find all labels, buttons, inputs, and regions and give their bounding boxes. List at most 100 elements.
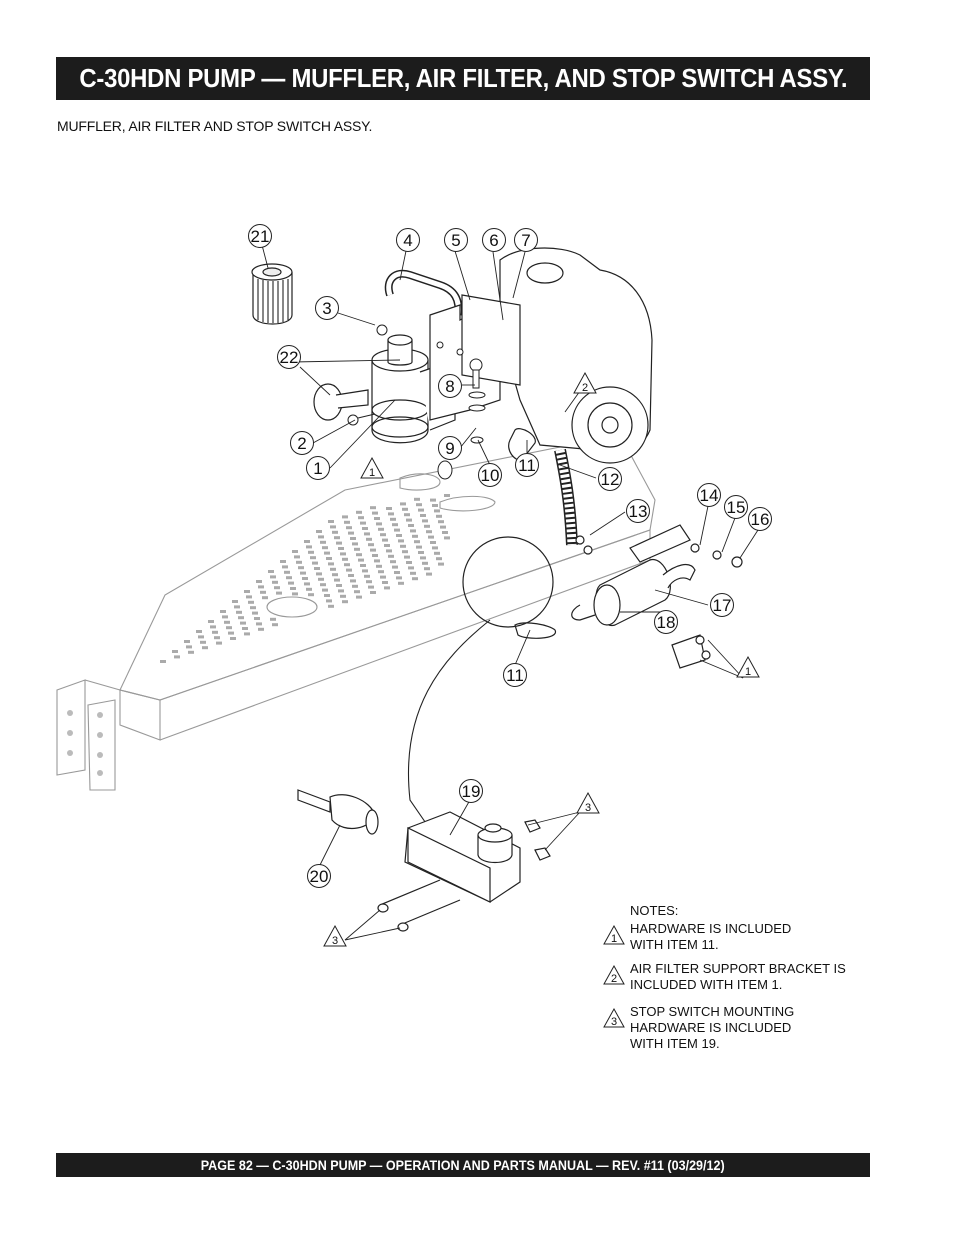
tread-dot <box>390 517 396 521</box>
note-marker-triangle-icon: 1 <box>360 456 384 479</box>
note-text: HARDWARE IS INCLUDED WITH ITEM 11. <box>630 921 792 952</box>
tread-dot <box>284 570 290 574</box>
callout-8: 8 <box>438 374 462 398</box>
tread-dot <box>196 630 202 633</box>
tread-dot <box>402 550 408 554</box>
tread-dot <box>294 555 300 559</box>
tread-dot <box>254 617 260 620</box>
tread-dot <box>372 554 378 557</box>
note-marker-triangle-icon: 2 <box>573 371 597 394</box>
tread-dot <box>338 547 344 550</box>
callout-9: 9 <box>438 436 462 460</box>
note-marker-triangle-icon: 3 <box>323 924 347 947</box>
tread-dot <box>420 556 426 560</box>
tread-dot <box>422 561 428 565</box>
tread-dot <box>326 599 332 603</box>
callout-17: 17 <box>710 593 734 617</box>
callout-19: 19 <box>459 779 483 803</box>
tread-dot <box>414 540 420 544</box>
section-subtitle: MUFFLER, AIR FILTER AND STOP SWITCH ASSY… <box>57 118 373 134</box>
tread-dot <box>208 620 214 623</box>
callout-22: 22 <box>277 345 301 369</box>
tread-dot <box>324 551 330 555</box>
callout-label: 3 <box>322 299 331 318</box>
tread-dot <box>328 604 334 608</box>
tread-dot <box>414 497 420 501</box>
tread-dot <box>412 534 418 538</box>
tread-dot <box>356 553 362 557</box>
tread-dot <box>434 509 440 513</box>
tread-dot <box>358 558 364 562</box>
tread-dot <box>320 583 326 587</box>
tread-dot <box>404 555 410 559</box>
tread-dot <box>290 587 296 590</box>
tread-dot <box>370 548 376 552</box>
tread-dot <box>356 510 362 514</box>
tread-dot <box>406 518 412 522</box>
callout-label: 21 <box>251 227 270 246</box>
tread-dot <box>366 580 372 584</box>
tread-dot <box>214 636 220 640</box>
tread-dot <box>386 507 392 510</box>
tread-dot <box>250 606 256 610</box>
callout-3: 3 <box>315 296 339 320</box>
tread-dot <box>362 569 368 573</box>
note-marker-label: 1 <box>745 666 751 678</box>
tread-dot <box>308 593 314 597</box>
tread-dot <box>240 621 246 625</box>
tread-dot <box>354 547 360 551</box>
callout-12: 12 <box>598 467 622 491</box>
tread-dot <box>332 573 338 577</box>
tread-dot <box>394 528 400 532</box>
tread-dot <box>246 595 252 599</box>
tread-dot <box>300 571 306 575</box>
tread-dot <box>316 572 322 576</box>
callout-1: 1 <box>306 456 330 480</box>
tread-dot <box>210 625 216 629</box>
tread-dot <box>356 595 362 599</box>
tread-dot <box>438 562 444 566</box>
tread-dot <box>238 616 244 620</box>
tread-dot <box>374 559 380 563</box>
tread-dot <box>288 581 294 585</box>
tread-dot <box>318 577 324 581</box>
tread-dot <box>332 530 338 534</box>
tread-dot <box>402 507 408 511</box>
svg-text:3: 3 <box>611 1016 617 1028</box>
tread-dot <box>380 533 386 537</box>
tread-dot <box>360 564 366 567</box>
tread-dot <box>408 566 414 570</box>
callout-label: 2 <box>297 434 306 453</box>
callout-7: 7 <box>514 228 538 252</box>
tread-dot <box>384 586 390 590</box>
callout-10: 10 <box>478 463 502 487</box>
tread-dot <box>298 566 304 570</box>
tread-dot <box>346 568 352 572</box>
tread-dot <box>188 650 194 654</box>
note-marker-label: 3 <box>332 935 338 947</box>
tread-dot <box>412 577 418 581</box>
muffler-assembly <box>462 428 743 669</box>
tread-dot <box>296 560 302 564</box>
tread-dot <box>308 550 314 554</box>
callout-11: 11 <box>515 453 539 477</box>
notes-heading: NOTES: <box>630 903 679 918</box>
tread-dot <box>330 525 336 529</box>
tread-dot <box>432 546 438 550</box>
callout-label: 7 <box>521 231 530 250</box>
note-marker-triangle-icon: 3 <box>576 791 600 814</box>
callout-4: 4 <box>396 228 420 252</box>
tread-dot <box>232 600 238 603</box>
tread-dot <box>418 508 424 512</box>
tread-dot <box>292 592 298 596</box>
tread-dot <box>216 641 222 645</box>
tread-dot <box>398 539 404 543</box>
tread-dot <box>326 557 332 560</box>
tread-dot <box>256 580 262 583</box>
tread-dot <box>404 513 410 517</box>
tread-dot <box>350 537 356 540</box>
tread-dot <box>228 631 234 635</box>
tread-dot <box>328 562 334 566</box>
tread-dot <box>416 545 422 549</box>
